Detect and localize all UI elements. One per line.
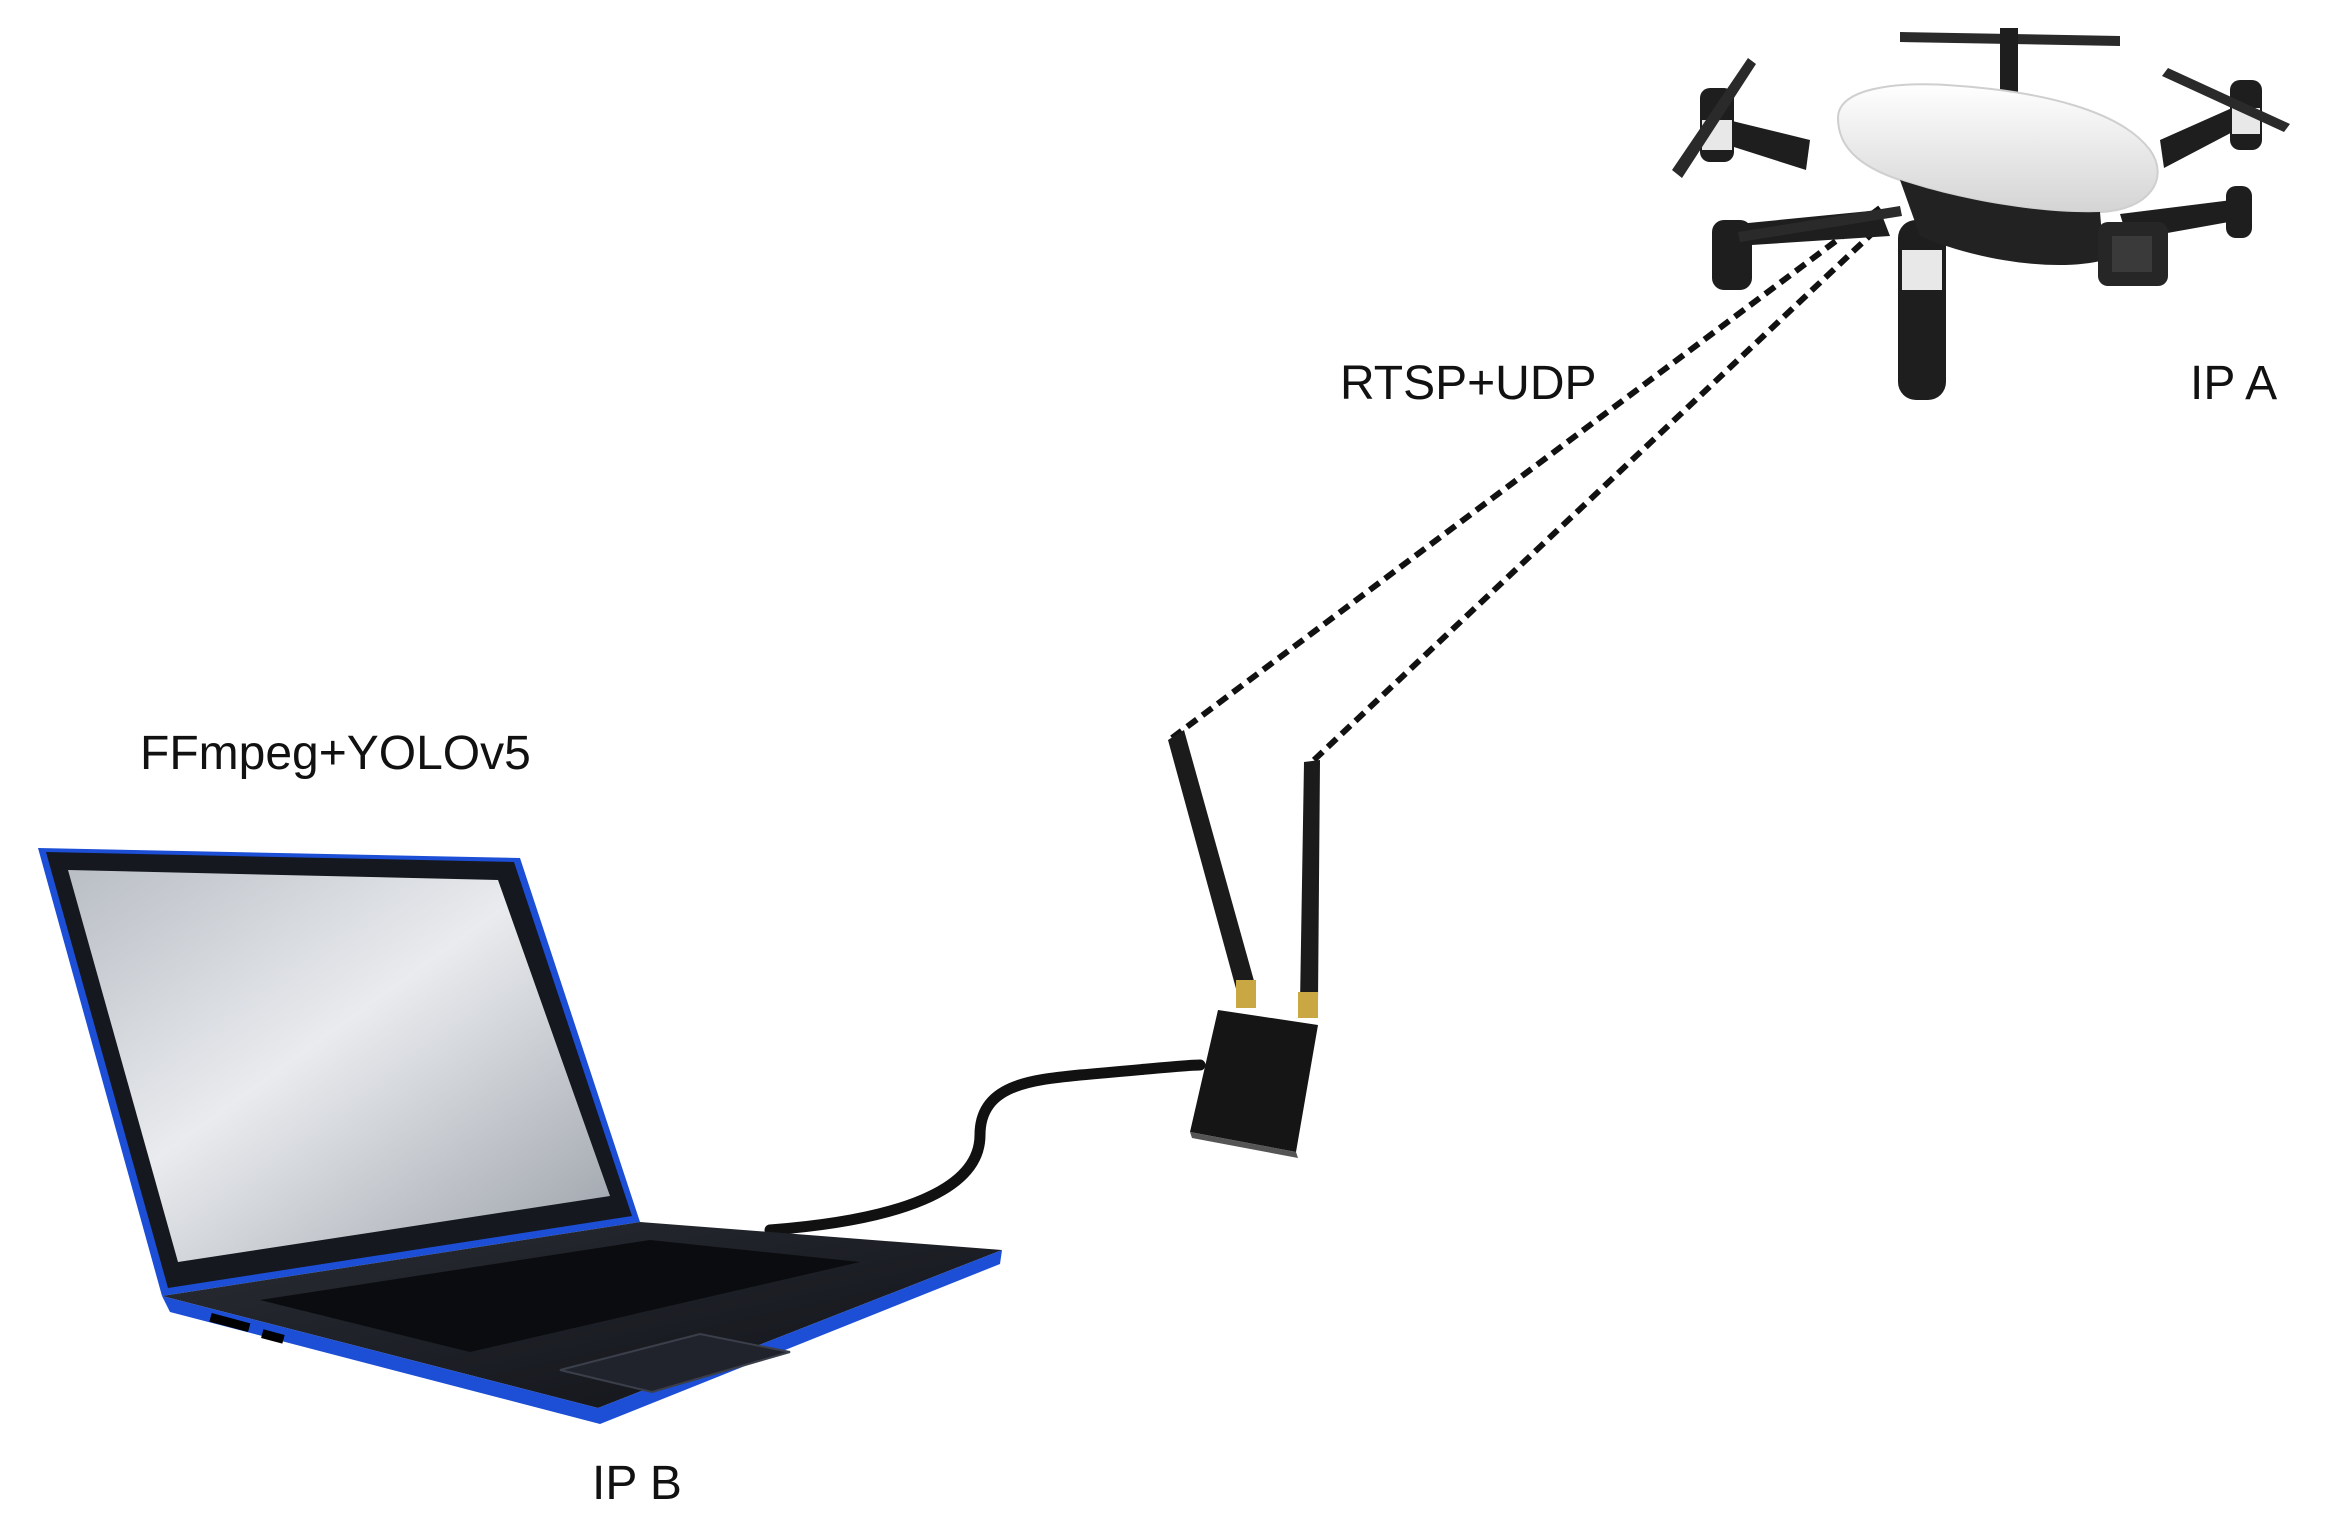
- laptop-icon: [38, 848, 1002, 1424]
- wifi-adapter-icon: [1168, 730, 1320, 1158]
- drone-body: [1836, 83, 2159, 214]
- wireless-link-2: [1311, 223, 1883, 763]
- quadcopter-drone-icon: [1672, 28, 2290, 400]
- antenna-right: [1300, 760, 1320, 1004]
- usb-cable: [764, 1059, 1206, 1236]
- adapter-box: [1190, 1010, 1318, 1152]
- protocol-label: RTSP+UDP: [1340, 357, 1597, 410]
- laptop-trackpad: [559, 1332, 791, 1394]
- wireless-links: [1170, 205, 1883, 763]
- drone-ip-label: IP A: [2190, 357, 2278, 410]
- laptop-screen: [68, 870, 610, 1262]
- wireless-link-1: [1170, 205, 1882, 741]
- laptop-ip-label: IP B: [592, 1457, 682, 1510]
- propeller-front-left: [1738, 206, 1902, 242]
- propeller-rear-right: [2162, 68, 2290, 132]
- laptop-keyboard: [260, 1240, 860, 1352]
- propeller-rear-left: [1672, 58, 1756, 178]
- antenna-left: [1168, 730, 1256, 996]
- software-label: FFmpeg+YOLOv5: [140, 727, 531, 780]
